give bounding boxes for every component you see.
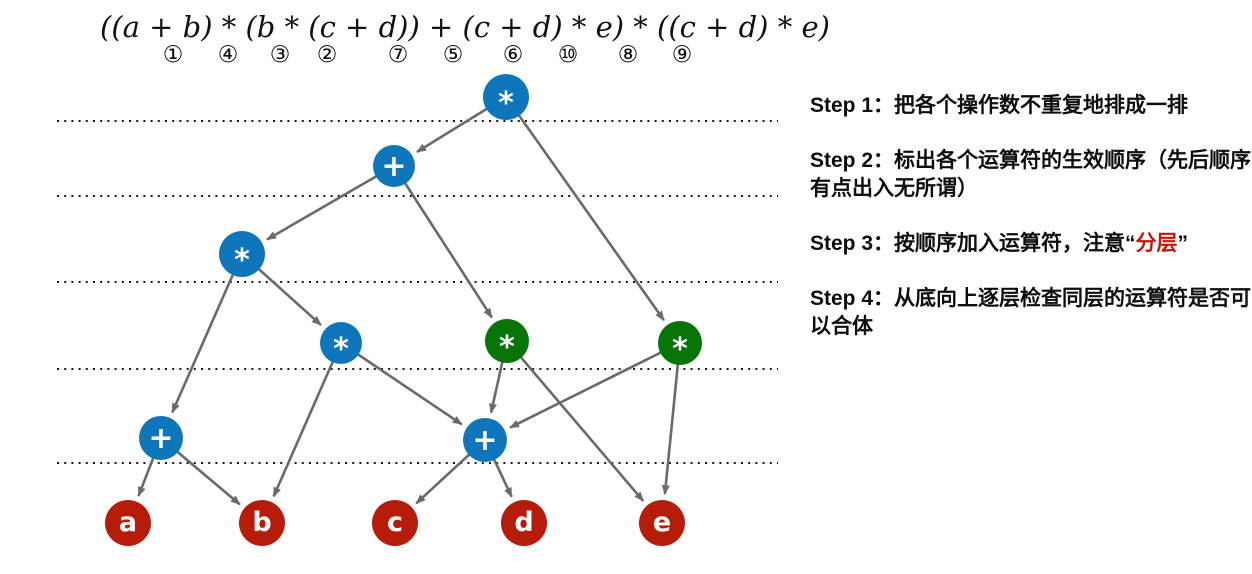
step-1-label: Step 1： [810, 94, 895, 117]
step-3-highlight: 分层 [1135, 232, 1178, 255]
order-marker: ④ [217, 42, 239, 68]
order-marker: ⑧ [617, 42, 639, 68]
step-1: Step 1：把各个操作数不重复地排成一排 [810, 92, 1252, 120]
step-4-text: 从底向上逐层检查同层的运算符是否可以合体 [810, 287, 1252, 338]
step-1-text: 把各个操作数不重复地排成一排 [894, 94, 1189, 117]
edge-arrow-add-upper-to-mul-cde-left [392, 165, 493, 319]
step-4-label: Step 4： [810, 287, 895, 310]
node-label-a: a [119, 507, 137, 538]
node-mul-l3 [219, 231, 265, 277]
node-c [372, 500, 418, 546]
node-label-add-ab: + [148, 421, 173, 456]
node-label-c: c [387, 507, 403, 538]
node-add-upper [373, 145, 415, 187]
order-marker: ⑩ [557, 42, 579, 68]
expression-formula: ((a + b) * (b * (c + d)) + (c + d) * e) … [100, 10, 830, 44]
node-add-cd [463, 418, 507, 462]
step-2-label: Step 2： [810, 149, 895, 172]
node-add-ab [139, 416, 183, 460]
step-2-text: 标出各个运算符的生效顺序（先后顺序有点出入无所谓） [810, 149, 1252, 200]
node-mul-cde-right [658, 321, 702, 365]
edge-arrow-mul-l4-to-b [272, 342, 343, 498]
node-mul-top [483, 74, 529, 120]
step-3-text-after: ” [1177, 232, 1189, 255]
edge-arrow-mul-l3-to-add-ab [171, 253, 244, 414]
order-marker: ③ [269, 42, 291, 68]
order-marker: ⑦ [387, 42, 409, 68]
edge-arrow-add-upper-to-mul-l3 [266, 164, 395, 241]
edge-arrow-mul-cde-right-to-e [661, 342, 682, 496]
expression-dag-svg: * + * * * * + + a b c d e [57, 74, 778, 546]
node-a [105, 500, 151, 546]
node-label-add-cd: + [472, 423, 497, 458]
edge-arrow-mul-top-to-mul-cde-right [504, 96, 665, 321]
node-d [501, 500, 547, 546]
steps-panel: Step 1：把各个操作数不重复地排成一排 Step 2：标出各个运算符的生效顺… [810, 92, 1252, 368]
step-4: Step 4：从底向上逐层检查同层的运算符是否可以合体 [810, 285, 1252, 341]
node-b [239, 500, 285, 546]
node-label-mul-l4: * [333, 332, 349, 367]
edge-arrow-mul-cde-right-to-add-cd [509, 341, 681, 429]
node-label-add-upper: + [381, 149, 406, 184]
step-3: Step 3：按顺序加入运算符，注意“分层” [810, 230, 1252, 258]
node-label-b: b [252, 507, 271, 538]
node-label-mul-top: * [498, 86, 514, 121]
step-3-text-before: 按顺序加入运算符，注意“ [894, 232, 1136, 255]
node-label-d: d [514, 507, 533, 538]
order-marker: ⑤ [442, 42, 464, 68]
edge-arrow-mul-l4-to-add-cd [340, 341, 463, 426]
node-label-mul-l3: * [234, 243, 250, 278]
node-mul-cde-left [485, 319, 529, 363]
edge-arrow-mul-cde-left-to-e [506, 340, 645, 502]
order-marker: ⑥ [502, 42, 524, 68]
step-3-label: Step 3： [810, 232, 895, 255]
node-mul-l4 [320, 322, 362, 364]
node-label-mul-cde-left: * [499, 330, 515, 365]
order-marker: ① [162, 42, 184, 68]
node-e [639, 500, 685, 546]
step-2: Step 2：标出各个运算符的生效顺序（先后顺序有点出入无所谓） [810, 147, 1252, 203]
order-marker: ② [316, 42, 338, 68]
node-label-e: e [653, 507, 671, 538]
order-marker: ⑨ [671, 42, 693, 68]
node-label-mul-cde-right: * [672, 332, 688, 367]
